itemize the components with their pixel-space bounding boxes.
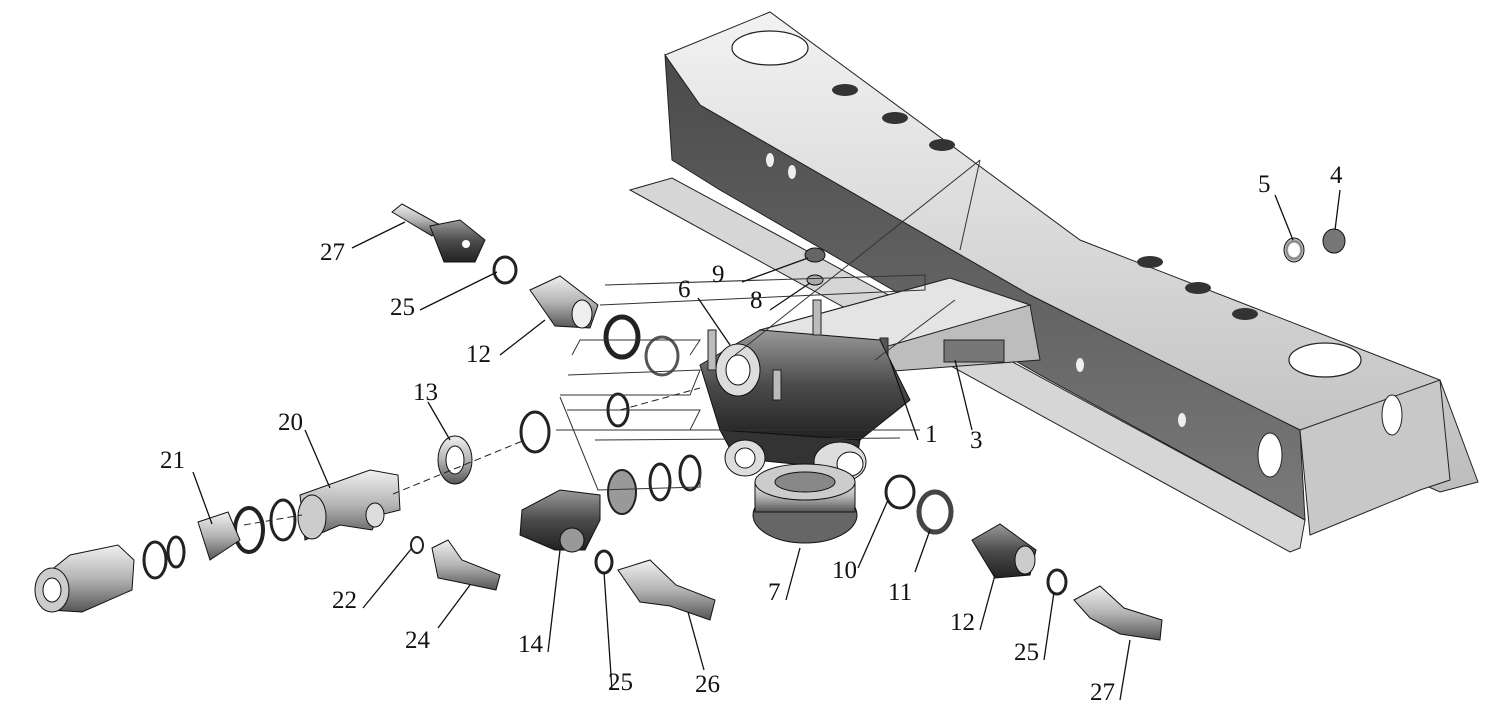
beam-hole bbox=[1137, 256, 1163, 268]
callout-4: 4 bbox=[1330, 162, 1343, 189]
callout-3: 3 bbox=[970, 427, 983, 454]
callout-12: 12 bbox=[466, 341, 491, 368]
callout-12: 12 bbox=[950, 609, 975, 636]
callout-6: 6 bbox=[678, 276, 691, 303]
beam-hole bbox=[882, 112, 908, 124]
beam-hole bbox=[929, 139, 955, 151]
callout-10: 10 bbox=[832, 557, 857, 584]
beam-hole bbox=[1178, 413, 1186, 427]
valve-bottom-cap bbox=[752, 463, 858, 544]
beam-hole bbox=[1185, 282, 1211, 294]
callout-1: 1 bbox=[925, 421, 938, 448]
callout-26: 26 bbox=[695, 671, 720, 698]
callout-14: 14 bbox=[518, 631, 544, 658]
valve-body bbox=[699, 299, 911, 483]
nut-4 bbox=[1322, 228, 1346, 254]
beam-hole bbox=[1076, 358, 1084, 372]
assembly-guide-lines bbox=[243, 159, 981, 526]
nut-and-washer-set bbox=[804, 228, 1346, 286]
callout-27: 27 bbox=[320, 239, 345, 266]
callout-22: 22 bbox=[332, 587, 357, 614]
beam-hole bbox=[1232, 308, 1258, 320]
beam-hole bbox=[731, 30, 809, 66]
fittings bbox=[34, 203, 1163, 641]
callout-21: 21 bbox=[160, 447, 185, 474]
washer-5 bbox=[1283, 237, 1305, 263]
callout-25: 25 bbox=[390, 294, 415, 321]
beam-hole bbox=[1257, 432, 1283, 478]
callout-labels: 27 25 12 13 20 21 22 24 14 25 26 7 10 11… bbox=[160, 162, 1343, 706]
callout-25: 25 bbox=[1014, 639, 1039, 666]
beam-hole bbox=[832, 84, 858, 96]
beam-hole bbox=[1288, 342, 1362, 378]
callout-13: 13 bbox=[413, 379, 438, 406]
beam-hole bbox=[1381, 394, 1403, 436]
callout-8: 8 bbox=[750, 287, 763, 314]
beam-hole bbox=[766, 153, 774, 167]
callout-27: 27 bbox=[1090, 679, 1115, 706]
beam-hole bbox=[788, 165, 796, 179]
callout-24: 24 bbox=[405, 627, 431, 654]
callout-11: 11 bbox=[888, 579, 912, 606]
callout-20: 20 bbox=[278, 409, 303, 436]
callout-5: 5 bbox=[1258, 171, 1271, 198]
callout-7: 7 bbox=[768, 579, 781, 606]
callout-9: 9 bbox=[712, 261, 725, 288]
callout-25: 25 bbox=[608, 669, 633, 696]
leader-lines bbox=[192, 189, 1341, 701]
